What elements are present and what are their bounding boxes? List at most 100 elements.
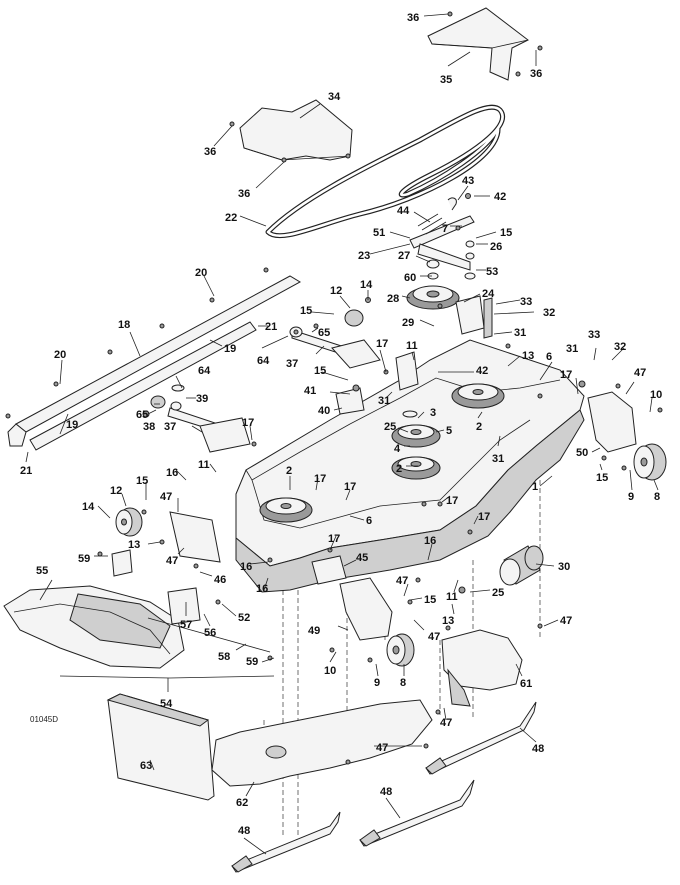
callout: 31 [378, 395, 390, 407]
callout: 48 [532, 743, 544, 755]
callout-labels: 36 35 36 34 36 36 22 43 42 44 51 7 15 26… [20, 12, 662, 837]
discharge-chute-55 [3, 585, 185, 669]
callout: 45 [356, 552, 368, 564]
callout: 29 [402, 317, 414, 329]
spindle-pulley-center [391, 410, 441, 480]
pivot-shaft-upper-37 [289, 309, 381, 369]
blade-left-48 [231, 811, 341, 873]
callout: 51 [373, 227, 385, 239]
caster-bracket-50 [587, 391, 637, 453]
callout: 61 [520, 678, 532, 690]
callout: 38 [143, 421, 155, 433]
callout: 17 [328, 533, 340, 545]
side-rail-19 [29, 321, 257, 451]
side-rail-18 [7, 275, 302, 447]
idler-bracket-24 [455, 295, 493, 339]
callout: 50 [576, 447, 588, 459]
anti-scalp-wheel-12 [115, 507, 143, 537]
drawing-number: 01045D [30, 715, 58, 724]
callout: 47 [396, 575, 408, 587]
pivot-shaft-lower-37 [150, 384, 251, 453]
callout: 10 [324, 665, 336, 677]
callout: 42 [494, 191, 506, 203]
callout: 39 [196, 393, 208, 405]
callout: 16 [256, 583, 268, 595]
callout: 17 [376, 338, 388, 350]
callout: 19 [224, 343, 236, 355]
callout: 15 [314, 365, 326, 377]
callout: 63 [140, 760, 152, 772]
blade-right-48 [425, 701, 537, 775]
callout: 33 [520, 296, 532, 308]
callout: 46 [214, 574, 226, 586]
baffle-62 [211, 699, 433, 787]
callout: 11 [446, 591, 458, 603]
callout: 4 [394, 443, 401, 455]
callout: 65 [318, 327, 330, 339]
callout: 9 [628, 491, 634, 503]
callout: 40 [318, 405, 330, 417]
callout: 25 [384, 421, 396, 433]
callout: 47 [440, 717, 452, 729]
callout: 14 [360, 279, 373, 291]
callout: 47 [428, 631, 440, 643]
callout: 32 [543, 307, 555, 319]
callout: 53 [486, 266, 498, 278]
hardware [5, 11, 663, 765]
chute-bracket-57 [111, 549, 201, 625]
callout: 11 [406, 340, 418, 352]
callout: 31 [566, 343, 578, 355]
callout: 43 [462, 175, 474, 187]
callout: 56 [204, 627, 216, 639]
spindle-pulley-left [259, 497, 313, 523]
callout: 15 [424, 594, 436, 606]
callout: 65 [136, 409, 148, 421]
blade-center-48 [359, 779, 475, 847]
callout: 59 [246, 656, 258, 668]
callout: 36 [204, 146, 216, 158]
callout: 47 [560, 615, 572, 627]
callout: 41 [304, 385, 316, 397]
callout: 36 [238, 188, 250, 200]
callout: 23 [358, 250, 370, 262]
callout: 21 [20, 465, 32, 477]
callout: 33 [588, 329, 600, 341]
callout: 27 [398, 250, 410, 262]
callout: 16 [240, 561, 252, 573]
deck-roller-30 [499, 545, 544, 586]
callout: 57 [180, 619, 192, 631]
callout: 6 [546, 351, 552, 363]
callout: 26 [490, 241, 502, 253]
callout: 54 [160, 698, 173, 710]
callout: 17 [242, 417, 254, 429]
caster-wheel-center-8 [386, 633, 415, 667]
callout: 7 [442, 223, 448, 235]
callout: 3 [430, 407, 436, 419]
callout: 49 [308, 625, 320, 637]
callout: 6 [366, 515, 372, 527]
callout: 48 [380, 786, 392, 798]
callout: 47 [160, 491, 172, 503]
callout: 12 [110, 485, 122, 497]
callout: 8 [654, 491, 660, 503]
callout: 48 [238, 825, 250, 837]
callout: 34 [328, 91, 341, 103]
baffle-63 [106, 693, 215, 801]
callout: 18 [118, 319, 130, 331]
callout: 31 [492, 453, 504, 465]
callout: 20 [195, 267, 207, 279]
callout: 36 [407, 12, 419, 24]
callout: 17 [344, 481, 356, 493]
callout: 8 [400, 677, 406, 689]
callout: 10 [650, 389, 662, 401]
callout: 15 [500, 227, 512, 239]
callout: 30 [558, 561, 570, 573]
caster-wheel-right-8 [633, 443, 667, 481]
callout: 17 [560, 369, 572, 381]
callout: 17 [478, 511, 490, 523]
callout: 13 [442, 615, 454, 627]
baffle-61 [441, 629, 523, 707]
caster-bracket-49 [311, 555, 393, 641]
callout: 64 [198, 365, 211, 377]
